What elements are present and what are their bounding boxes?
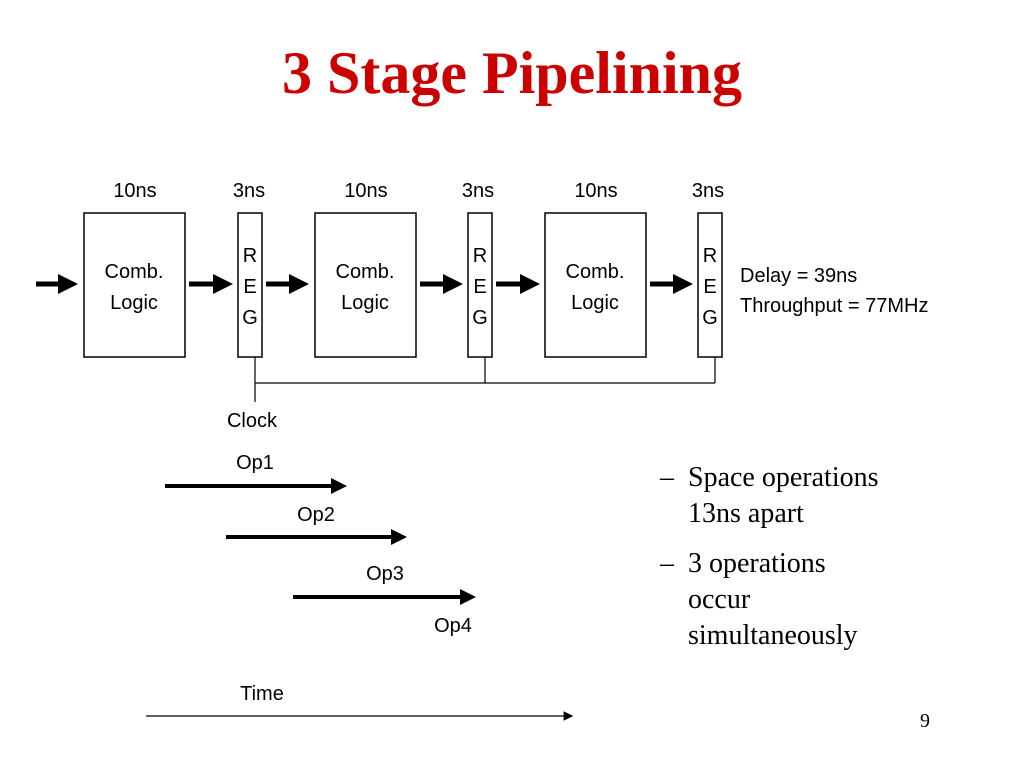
stage-delay-label: 10ns <box>113 180 156 202</box>
register-letter: G <box>472 307 488 329</box>
bullet-line: Space operations <box>688 462 879 493</box>
comb-logic-label: Logic <box>110 292 158 314</box>
comb-logic-label: Logic <box>571 292 619 314</box>
bullet-list: – Space operations 13ns apart – 3 operat… <box>660 460 960 654</box>
comb-logic-box-3 <box>544 212 647 358</box>
register-letter: R <box>243 245 257 267</box>
register-letter: E <box>703 276 716 298</box>
comb-logic-label: Logic <box>341 292 389 314</box>
stage-delay-label: 3ns <box>462 180 494 202</box>
stage-delay-label: 3ns <box>233 180 265 202</box>
bullet-line: simultaneously <box>688 620 858 651</box>
slide-title: 3 Stage Pipelining <box>281 40 743 106</box>
bullet-dash: – <box>660 548 674 579</box>
register-letter: R <box>473 245 487 267</box>
page-number: 9 <box>920 710 930 732</box>
comb-logic-label: Comb. <box>336 261 395 283</box>
register-letter: R <box>703 245 717 267</box>
clock-label: Clock <box>227 410 278 432</box>
throughput-text: Throughput = 77MHz <box>740 295 928 317</box>
comb-logic-label: Comb. <box>566 261 625 283</box>
bullet-line: occur <box>688 584 751 615</box>
stage-delay-label: 10ns <box>344 180 387 202</box>
register-box-3 <box>697 212 723 358</box>
clock-wiring <box>254 357 716 402</box>
op-label-3: Op3 <box>366 563 404 585</box>
register-letter: G <box>242 307 258 329</box>
comb-logic-box-1 <box>83 212 186 358</box>
bullet-item: – Space operations 13ns apart <box>660 460 960 532</box>
op-label-1: Op1 <box>236 452 274 474</box>
delay-text: Delay = 39ns <box>740 265 857 287</box>
stage-delay-label: 10ns <box>574 180 617 202</box>
register-letter: G <box>702 307 718 329</box>
bullet-line: 13ns apart <box>688 498 804 529</box>
bullet-dash: – <box>660 462 674 493</box>
stage-delay-label: 3ns <box>692 180 724 202</box>
register-letter: E <box>243 276 256 298</box>
op-label-2: Op2 <box>297 504 335 526</box>
op-label-4: Op4 <box>434 615 472 637</box>
register-letter: E <box>473 276 486 298</box>
comb-logic-label: Comb. <box>105 261 164 283</box>
bullet-line: 3 operations <box>688 548 826 579</box>
register-box-2 <box>467 212 493 358</box>
bullet-item: – 3 operations occur simultaneously <box>660 546 960 654</box>
time-label: Time <box>240 683 284 705</box>
comb-logic-box-2 <box>314 212 417 358</box>
register-box-1 <box>237 212 263 358</box>
